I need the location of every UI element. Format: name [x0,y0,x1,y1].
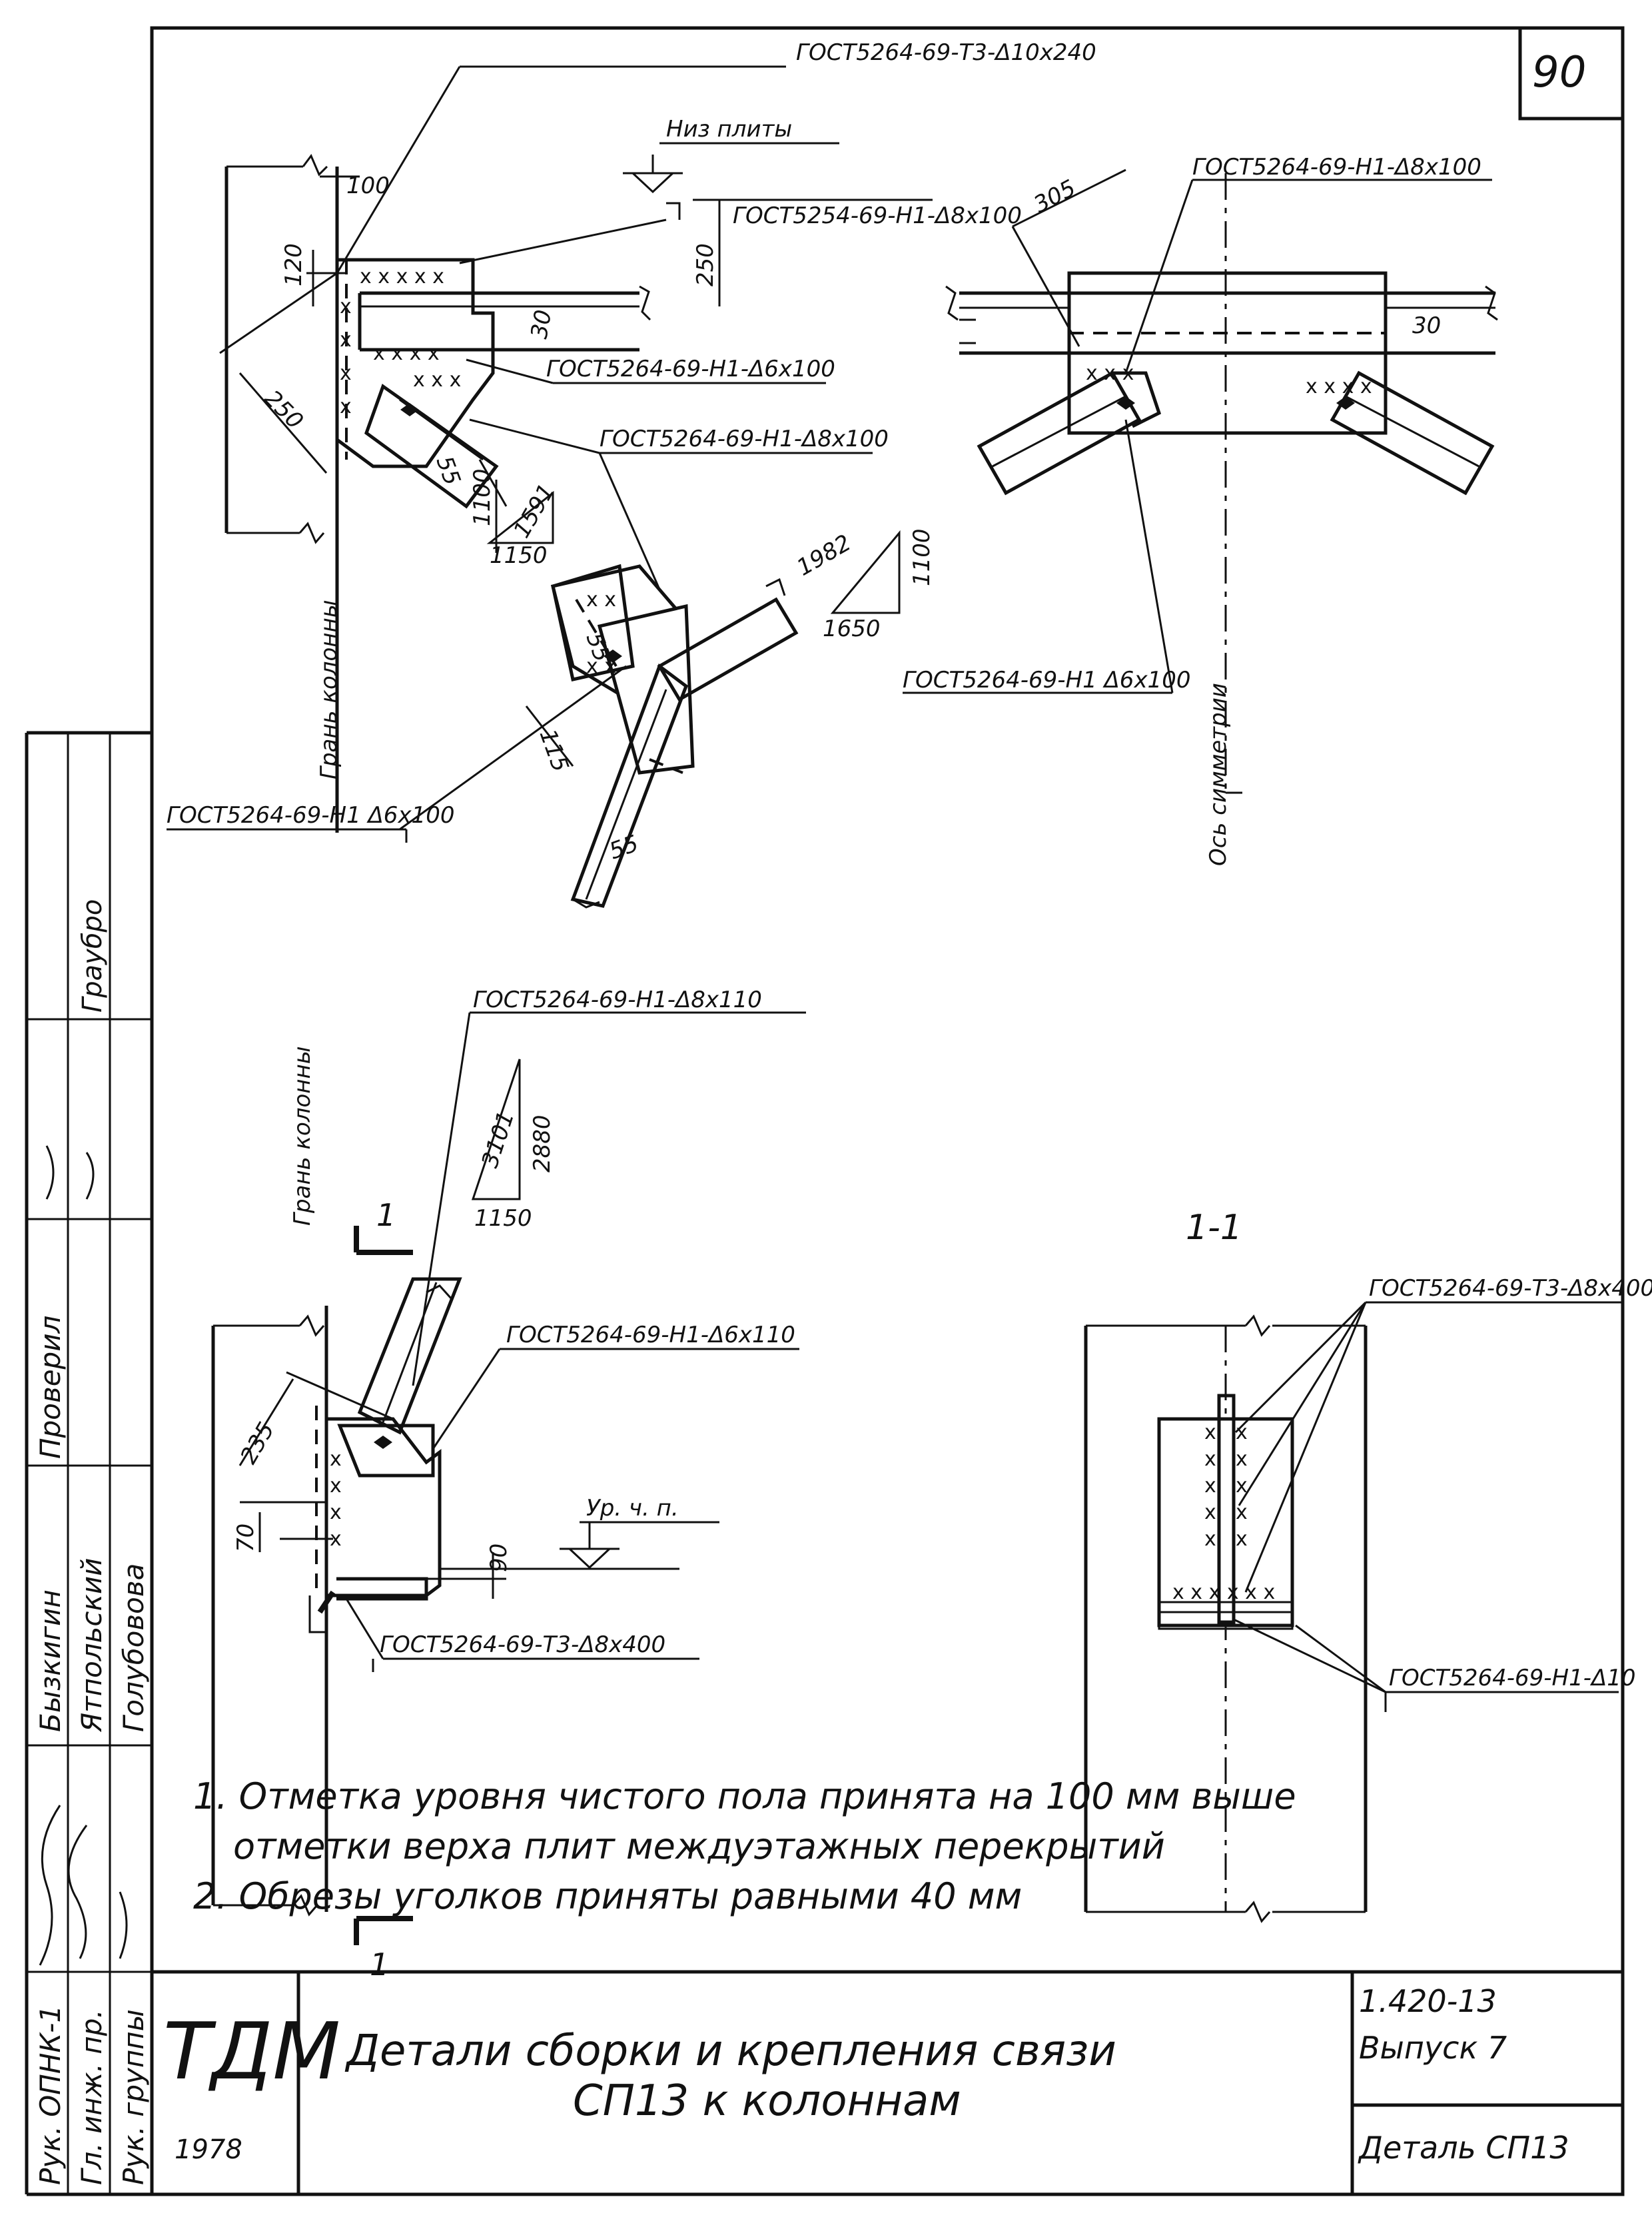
svg-text:x x x x: x x x x [1306,375,1372,398]
lower-left-detail: x x x x 1 1 ГОСТ5264-69-Н1-Δ8х110 3101 2… [211,987,806,1983]
svg-text:x: x [1236,1501,1248,1524]
section-weld-top: ГОСТ5264-69-Т3-Δ8х400 [1369,1275,1652,1302]
svg-text:x: x [330,1474,342,1498]
weld-label-lower-bottom: ГОСТ5264-69-Т3-Δ8х400 [380,1631,665,1658]
svg-text:x: x [330,1528,342,1551]
section-1-1: 1-1 x x x x x x x x x x x x x x x x ГОСТ… [1084,1208,1652,1923]
svg-text:x x: x x [586,588,616,612]
svg-text:x: x [1204,1528,1216,1551]
slope-c-horiz: 1150 [474,1205,532,1232]
section-mark-lower: 1 [370,1947,389,1983]
brace-angle-1 [364,384,499,509]
dim-250-slab: 250 [692,243,719,286]
floor-level-label: Ур. ч. п. [586,1495,679,1522]
svg-text:x: x [1204,1474,1216,1498]
svg-text:x: x [1236,1528,1248,1551]
slope-triangle-c [471,1059,521,1200]
weld-label-t3-10x240: ГОСТ5264-69-Т3-Δ10х240 [796,39,1096,66]
stamp-role-2: Гл. инж. пр. [75,2009,108,2185]
upper-left-detail: x x x x x x x x x x x x x x x x Низ плит… [167,39,1096,909]
section-title: 1-1 [1186,1208,1242,1248]
series-number: 1.420-13 [1359,1983,1497,2019]
title-line-1: Детали сборки и крепления связи [344,2026,1116,2076]
stamp-name-1: Бызкигин [34,1589,67,1732]
approval-stamp: Рук. ОПНК-1 Гл. инж. пр. Рук. группы Быз… [25,731,152,2196]
notes: 1. Отметка уровня чистого пола принята н… [193,1775,1296,1917]
note-1-line-1: 1. Отметка уровня чистого пола принята н… [193,1775,1296,1817]
weld-label-lower-top: ГОСТ5264-69-Н1-Δ8х110 [473,987,762,1013]
slab-level-label: Низ плиты [666,116,792,143]
slope-b-vert: 1100 [909,528,935,586]
svg-text:x: x [1236,1448,1248,1471]
svg-text:x x x x x: x x x x x [360,265,444,288]
weld-label-6x100-mid: ГОСТ5264-69-Н1-Δ6х100 [546,356,835,382]
slope-triangle-b [830,530,901,614]
svg-text:x x x x: x x x x [373,342,440,365]
svg-text:x x x x x x: x x x x x x [1172,1581,1275,1604]
section-plate [1157,1417,1294,1627]
svg-text:x x x: x x x [1086,362,1134,385]
weld-label-right-top: ГОСТ5264-69-Н1-Δ8х100 [1192,154,1481,181]
sheet-number-box [1518,28,1623,121]
slope-a-horiz: 1150 [490,542,548,569]
detail-label: Деталь СП13 [1358,2130,1569,2166]
dim-305: 305 [1029,175,1080,219]
svg-text:x: x [1204,1448,1216,1471]
slope-a-vert: 1100 [469,468,496,526]
weld-label-6x100-bottom: ГОСТ5264-69-Н1 Δ6х100 [167,802,454,829]
column-face-label-lower: Грань колонны [289,1046,316,1226]
slope-triangle-a [486,490,554,544]
dim-250-diag: 250 [259,385,308,434]
weld-label-right-bottom: ГОСТ5264-69-Н1 Δ6х100 [903,667,1190,693]
svg-text:30: 30 [1412,312,1441,339]
sheet-number: 90 [1532,48,1586,97]
section-angle [1217,1394,1236,1624]
weld-label-slab: ГОСТ5254-69-Н1-Δ8х100 [733,203,1022,229]
org-logo: ТДМ [163,2005,340,2097]
svg-text:x: x [1236,1474,1248,1498]
upper-right-detail: x x x x x x x 305 ГОСТ5264-69-Н1-Δ8х100 … [903,154,1498,866]
svg-text:x: x [340,295,352,318]
stamp-checked-label: Проверил [34,1316,67,1459]
signature-marks [39,1805,128,1966]
section-weld-bottom: ГОСТ5264-69-Н1-Δ10 [1389,1665,1636,1691]
stamp-name-2: Ятпольский [75,1558,108,1733]
stamp-signature-note: Граубро [77,899,108,1013]
weld-label-8x100-lower: ГОСТ5264-69-Н1-Δ8х100 [600,426,889,452]
svg-text:x: x [1236,1421,1248,1444]
slope-c-hyp: 3101 [477,1108,520,1171]
gusset-plate [335,258,495,468]
note-2: 2. Обрезы уголков приняты равными 40 мм [193,1875,1022,1917]
svg-text:x: x [340,362,352,385]
issue-number: Выпуск 7 [1359,2030,1507,2066]
dim-30: 30 [526,308,557,341]
title-year: 1978 [175,2134,242,2165]
stamp-role-3: Рук. группы [117,2009,150,2185]
dim-90: 90 [486,1544,512,1572]
dim-120: 120 [280,243,307,286]
svg-text:x: x [1204,1501,1216,1524]
stamp-name-3: Голубовова [117,1563,150,1732]
note-1-line-2: отметки верха плит междуэтажных перекрыт… [233,1825,1165,1867]
sheet-frame [150,26,1625,2196]
dim-115: 115 [534,725,574,775]
slope-c-vert: 2880 [529,1114,556,1172]
column-face-label-upper: Грань колонны [316,600,342,779]
svg-text:x: x [330,1448,342,1471]
svg-text:x: x [330,1501,342,1524]
weld-label-lower-mid: ГОСТ5264-69-Н1-Δ6х110 [506,1322,795,1348]
dim-100: 100 [346,173,390,199]
svg-text:x x x: x x x [413,368,461,392]
svg-text:x x: x x [586,655,616,678]
section-mark-upper: 1 [376,1197,396,1233]
dim-70: 70 [232,1524,259,1552]
slope-b-hyp: 1982 [793,530,856,582]
symmetry-axis-label: Ось симметрии [1205,683,1232,866]
stamp-role-1: Рук. ОПНК-1 [34,2005,67,2185]
slope-b-horiz: 1650 [823,616,881,642]
svg-text:x: x [1204,1421,1216,1444]
title-line-2: СП13 к колоннам [573,2076,961,2126]
title-block: ТДМ 1978 Детали сборки и крепления связи… [152,1970,1623,2194]
